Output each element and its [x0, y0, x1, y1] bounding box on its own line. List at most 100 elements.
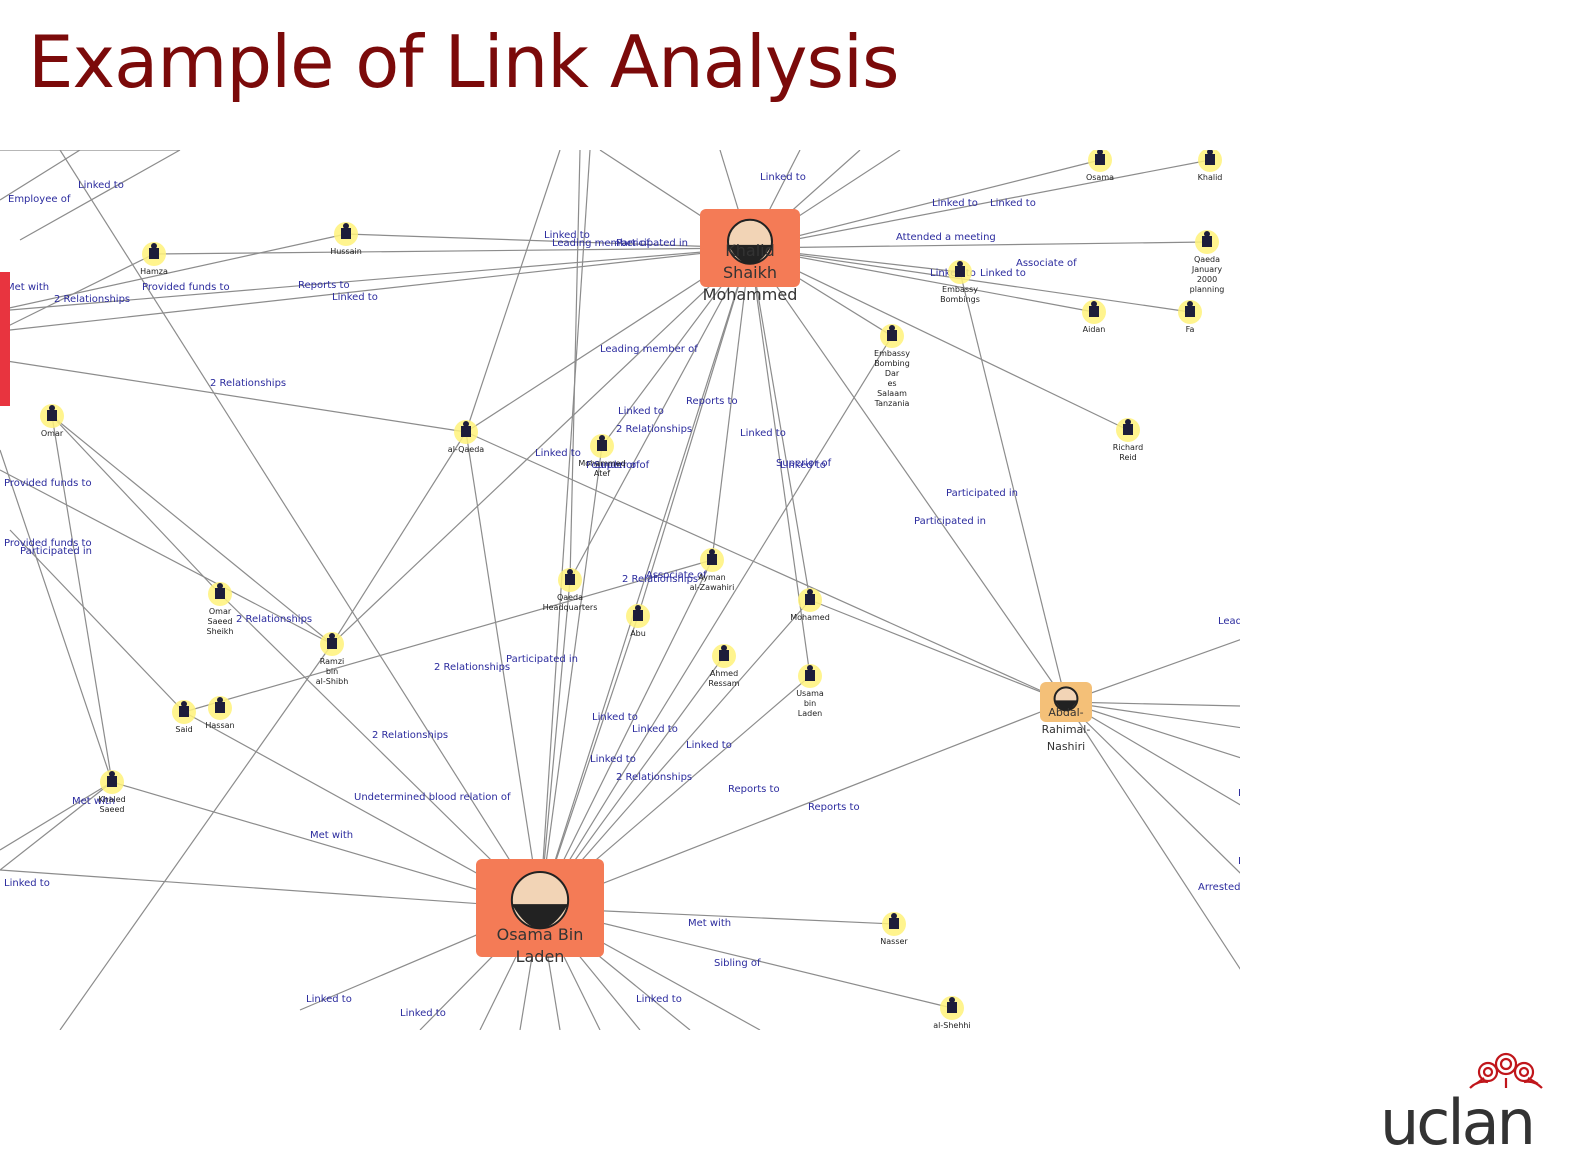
entity-node[interactable]: al-Qaeda — [448, 420, 485, 454]
edge-label: Leader of — [1238, 856, 1240, 867]
person-icon — [217, 583, 223, 589]
edge-label: Sibling of — [714, 958, 761, 969]
edge-label: Reports to — [298, 280, 350, 291]
edge-label: 2 Relationships — [616, 772, 692, 783]
person-icon — [721, 645, 727, 651]
edge-line — [749, 247, 811, 601]
entity-node[interactable]: Hussain — [330, 222, 362, 256]
entity-node[interactable]: Khalid — [1198, 150, 1223, 182]
edge-label: Superior of — [594, 460, 650, 471]
entity-node[interactable]: Said — [172, 700, 196, 734]
edge-label: Participated in — [20, 546, 92, 557]
person-icon — [807, 589, 813, 595]
edge-line — [539, 335, 893, 909]
edge-label: Linked to — [618, 406, 664, 417]
entity-node[interactable]: Osama — [1086, 150, 1114, 182]
entity-node[interactable]: Hamza — [140, 242, 168, 276]
entity-node[interactable]: Omar — [40, 404, 64, 438]
entity-icon — [47, 410, 57, 421]
hub-label: Mohammed — [703, 285, 798, 304]
entity-label: Embassy — [874, 349, 910, 358]
edge-line — [219, 593, 541, 909]
edge-line — [9, 247, 751, 331]
offscreen-node-bar — [0, 272, 10, 406]
entity-node[interactable]: Nasser — [880, 912, 908, 946]
edge-line — [749, 159, 1101, 249]
entity-icon — [327, 638, 337, 649]
edge-label: Met with — [6, 282, 49, 293]
edge-label: Linked to — [760, 172, 806, 183]
entity-node[interactable]: Aidan — [1082, 300, 1106, 334]
portrait-beard — [728, 244, 772, 265]
entity-label: Omar — [41, 429, 64, 438]
edge-line — [9, 247, 751, 311]
edge-label: Participated in — [506, 654, 578, 665]
entity-icon — [889, 918, 899, 929]
edge-label: Met with — [310, 830, 353, 841]
edge-label: Met with — [688, 918, 731, 929]
entity-label: es — [887, 379, 896, 388]
entity-icon — [805, 594, 815, 605]
entity-label: Ayman — [698, 573, 725, 582]
entity-label: Osama — [1086, 173, 1114, 182]
person-icon — [1187, 301, 1193, 307]
entity-label: planning — [1190, 285, 1225, 294]
entity-label: Abu — [630, 629, 646, 638]
person-icon — [889, 325, 895, 331]
entity-label: Tanzania — [874, 399, 910, 408]
portrait-beard — [511, 904, 569, 929]
edge-label: Attended a meeting — [896, 232, 996, 243]
edge-line — [465, 431, 541, 909]
entity-label: Said — [175, 725, 192, 734]
edge-label: Reports to — [808, 802, 860, 813]
edge-label: Associate of — [646, 570, 707, 581]
edge-label: Superior of — [776, 458, 832, 469]
person-icon — [891, 913, 897, 919]
entity-label: Khalid — [1198, 173, 1223, 182]
edge-line — [0, 150, 81, 201]
edge-label: Met with — [72, 796, 115, 807]
entity-label: Hussain — [330, 247, 362, 256]
hub-label: Shaikh — [723, 263, 777, 282]
entity-node[interactable]: al-Shehhi — [933, 996, 971, 1030]
entity-node[interactable]: Fa — [1178, 300, 1202, 334]
edge-line — [569, 150, 581, 581]
hub-node-arn[interactable]: Abdal-Rahimal-Nashiri — [1040, 682, 1092, 753]
edge-label: Employee of — [8, 194, 71, 205]
entity-icon — [633, 610, 643, 621]
edge-line — [0, 781, 113, 851]
entity-label: Qaeda — [1194, 255, 1220, 264]
edge-line — [1065, 639, 1240, 703]
edge-line — [51, 415, 333, 645]
entity-label: Saeed — [208, 617, 233, 626]
entity-icon — [947, 1002, 957, 1013]
entity-node[interactable]: Abu — [626, 604, 650, 638]
entity-icon — [1123, 424, 1133, 435]
entity-node[interactable]: Hassan — [205, 696, 235, 730]
entity-icon — [1202, 236, 1212, 247]
edge-line — [183, 559, 713, 713]
edge-line — [539, 445, 603, 909]
edge-label: Linked to — [636, 994, 682, 1005]
uclan-logo: uclan — [1380, 1048, 1565, 1160]
edge-label: 2 Relationships — [622, 574, 698, 585]
edge-label: 2 Relationships — [616, 424, 692, 435]
entity-node[interactable]: Mohamed — [790, 588, 830, 622]
edge-line — [465, 431, 1067, 703]
logo-wordmark: uclan — [1380, 1086, 1536, 1159]
person-icon — [567, 569, 573, 575]
